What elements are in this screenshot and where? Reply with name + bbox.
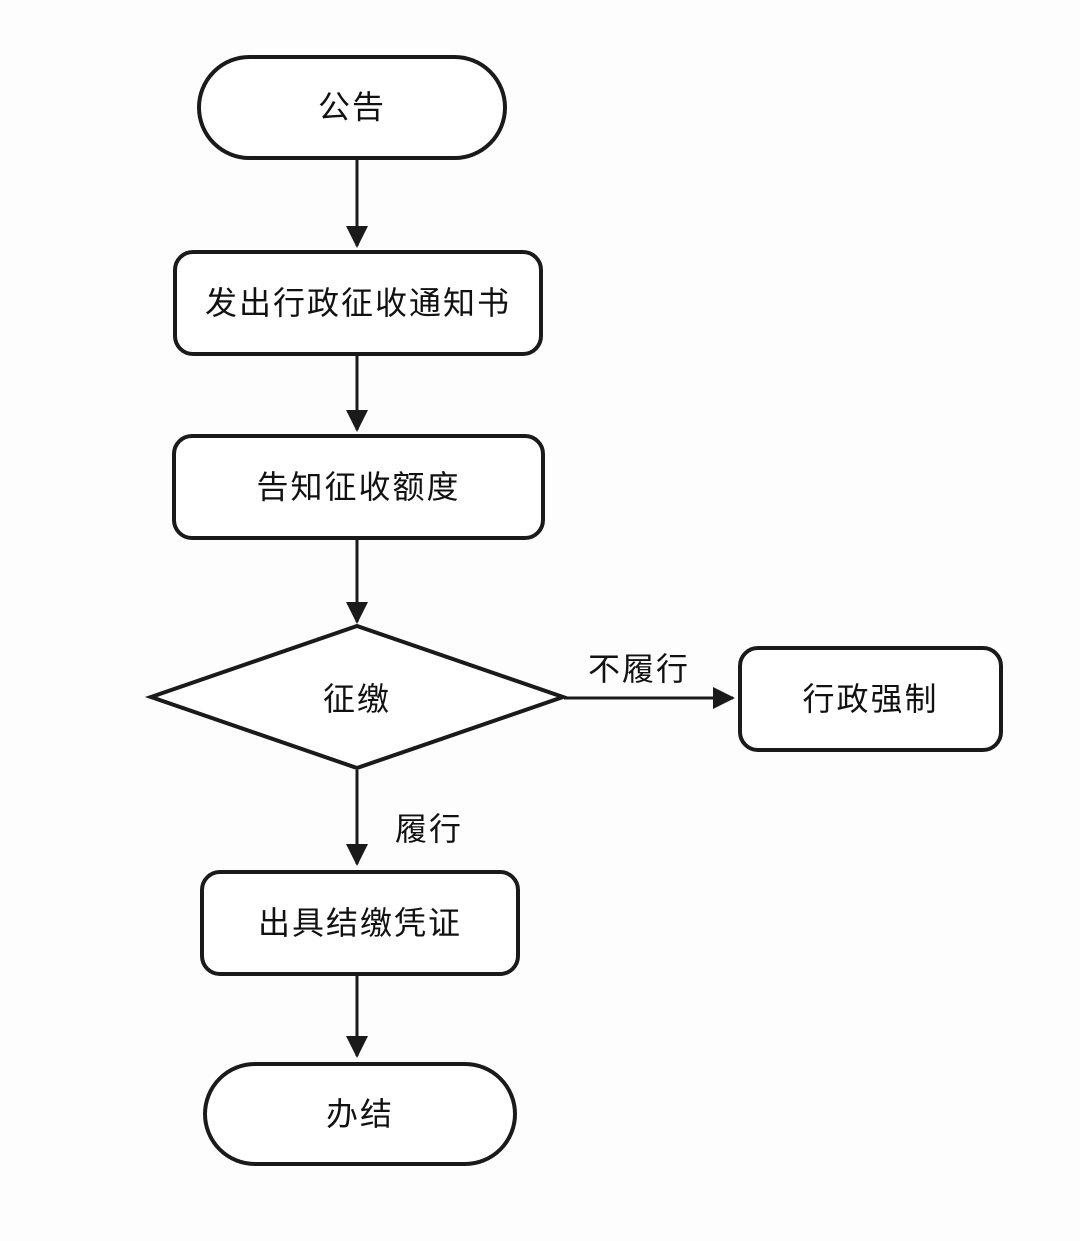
edge-label-not-perform: 不履行 — [588, 651, 691, 687]
node-issue-levy-notice: 发出行政征收通知书 — [173, 250, 543, 356]
node-collection-decision-label: 征缴 — [322, 681, 391, 717]
node-administrative-enforcement: 行政强制 — [738, 646, 1003, 752]
node-collection-decision: 征缴 — [257, 662, 457, 732]
node-issue-payment-voucher: 出具结缴凭证 — [200, 870, 520, 976]
node-complete-label: 办结 — [325, 1095, 394, 1132]
node-announcement: 公告 — [197, 55, 507, 160]
node-issue-payment-voucher-label: 出具结缴凭证 — [257, 904, 462, 941]
node-issue-levy-notice-label: 发出行政征收通知书 — [204, 284, 511, 321]
node-collection-decision-shape — [144, 623, 570, 771]
node-inform-levy-quota-label: 告知征收额度 — [256, 468, 461, 505]
edge-label-perform: 履行 — [395, 811, 464, 847]
node-announcement-label: 公告 — [317, 89, 386, 126]
node-administrative-enforcement-label: 行政强制 — [802, 680, 939, 717]
node-inform-levy-quota: 告知征收额度 — [172, 434, 545, 540]
node-complete: 办结 — [203, 1062, 517, 1166]
